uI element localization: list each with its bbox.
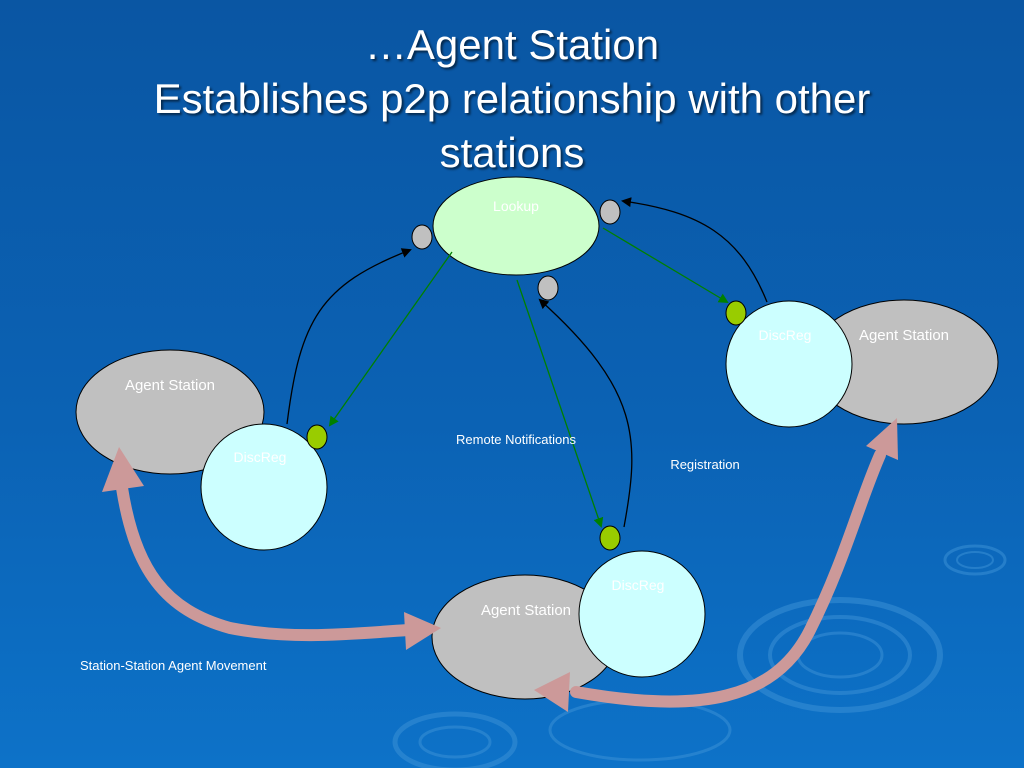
discreg-bottom — [578, 550, 706, 678]
lookup-port-left — [411, 224, 433, 250]
lookup-label: Lookup — [493, 198, 539, 214]
lookup-port-right — [599, 199, 621, 225]
discreg-left — [200, 423, 328, 551]
movement-label: Station-Station Agent Movement — [80, 658, 267, 673]
notification-arrow-right — [602, 227, 729, 304]
discreg-left-port — [306, 424, 328, 450]
registration-arrow-right — [621, 197, 768, 303]
slide-title: …Agent Station Establishes p2p relations… — [0, 18, 1024, 180]
discreg-bottom-port — [599, 525, 621, 551]
movement-arrow-left — [102, 447, 441, 650]
discreg-bottom-label: DiscReg — [612, 577, 665, 593]
notification-arrow-bottom — [516, 279, 604, 528]
registration-arrow-bottom — [538, 298, 633, 528]
lookup-port-bottom — [537, 275, 559, 301]
title-line-3: stations — [439, 129, 585, 176]
discreg-right — [725, 300, 853, 428]
agent-station-bottom-label: Agent Station — [481, 602, 571, 619]
title-line-1: …Agent Station — [364, 21, 660, 68]
discreg-right-label: DiscReg — [759, 327, 812, 343]
lookup-node — [432, 176, 600, 276]
movement-arrow-right — [534, 418, 898, 712]
registration-arrow-left — [286, 248, 412, 425]
title-line-2: Establishes p2p relationship with other — [153, 75, 871, 122]
notification-arrow-left — [328, 251, 453, 427]
discreg-right-port — [725, 300, 747, 326]
discreg-left-label: DiscReg — [234, 449, 287, 465]
agent-station-left — [75, 349, 265, 475]
decorative-ripples — [392, 544, 1007, 768]
remote-notifications-label: Remote Notifications — [456, 432, 576, 447]
registration-label: Registration — [670, 457, 739, 472]
agent-station-right-label: Agent Station — [859, 327, 949, 344]
agent-station-left-label: Agent Station — [125, 377, 215, 394]
